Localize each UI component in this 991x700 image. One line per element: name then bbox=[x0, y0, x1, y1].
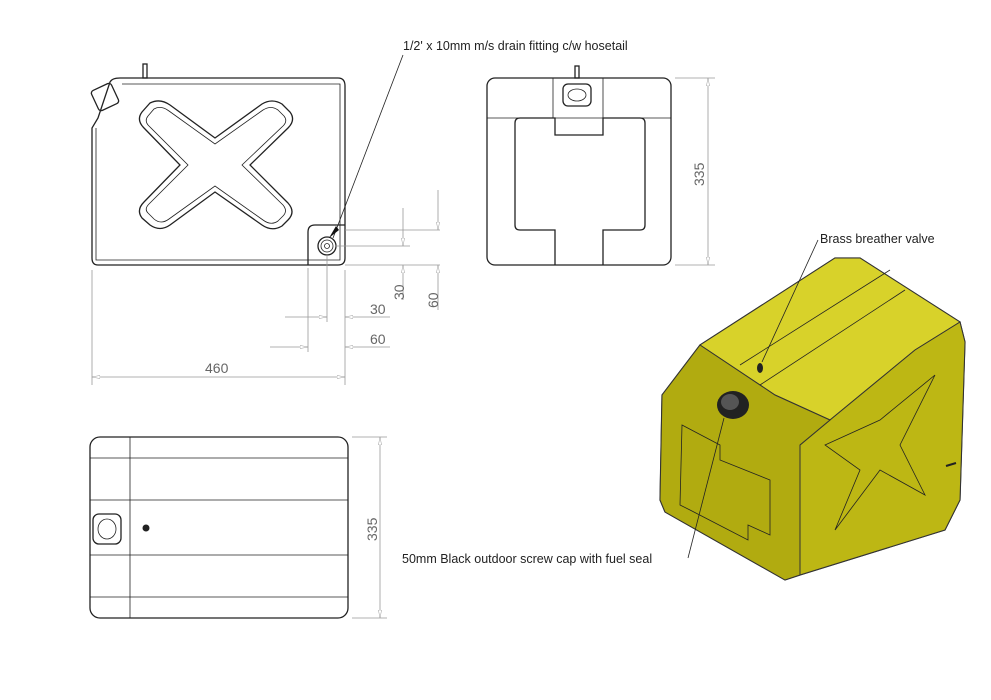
fill-cap-top bbox=[92, 513, 122, 545]
drain-fitting bbox=[317, 236, 337, 256]
dim-drain-h-30: 30 bbox=[370, 301, 386, 317]
breather-leader bbox=[761, 239, 819, 363]
drain-leader bbox=[332, 54, 404, 239]
fill-cap-front bbox=[562, 65, 592, 107]
x-recess bbox=[138, 100, 294, 230]
fill-cap-side bbox=[90, 82, 120, 112]
dim-drain-v-30: 30 bbox=[391, 284, 407, 300]
isometric-view bbox=[659, 257, 966, 581]
dim-drain-v-60: 60 bbox=[425, 292, 441, 308]
dim-width-label: 460 bbox=[205, 360, 229, 376]
top-view: 335 bbox=[89, 436, 387, 619]
drain-fitting-label: 1/2' x 10mm m/s drain fitting c/w hoseta… bbox=[403, 39, 628, 53]
breather-side bbox=[142, 63, 148, 79]
breather-top bbox=[142, 524, 150, 532]
side-dimensions: 460 30 60 30 60 bbox=[91, 190, 441, 385]
breather-valve-label: Brass breather valve bbox=[820, 232, 935, 246]
screw-cap-iso bbox=[717, 391, 749, 419]
side-view bbox=[90, 63, 346, 266]
dim-height-front-label: 335 bbox=[691, 162, 707, 186]
dim-height-bottom-label: 335 bbox=[364, 517, 380, 541]
screw-cap-label: 50mm Black outdoor screw cap with fuel s… bbox=[402, 552, 652, 566]
front-view: 335 bbox=[486, 65, 715, 266]
dim-drain-h-60: 60 bbox=[370, 331, 386, 347]
breather-valve-iso bbox=[757, 363, 763, 373]
screw-cap-leader bbox=[687, 417, 725, 559]
